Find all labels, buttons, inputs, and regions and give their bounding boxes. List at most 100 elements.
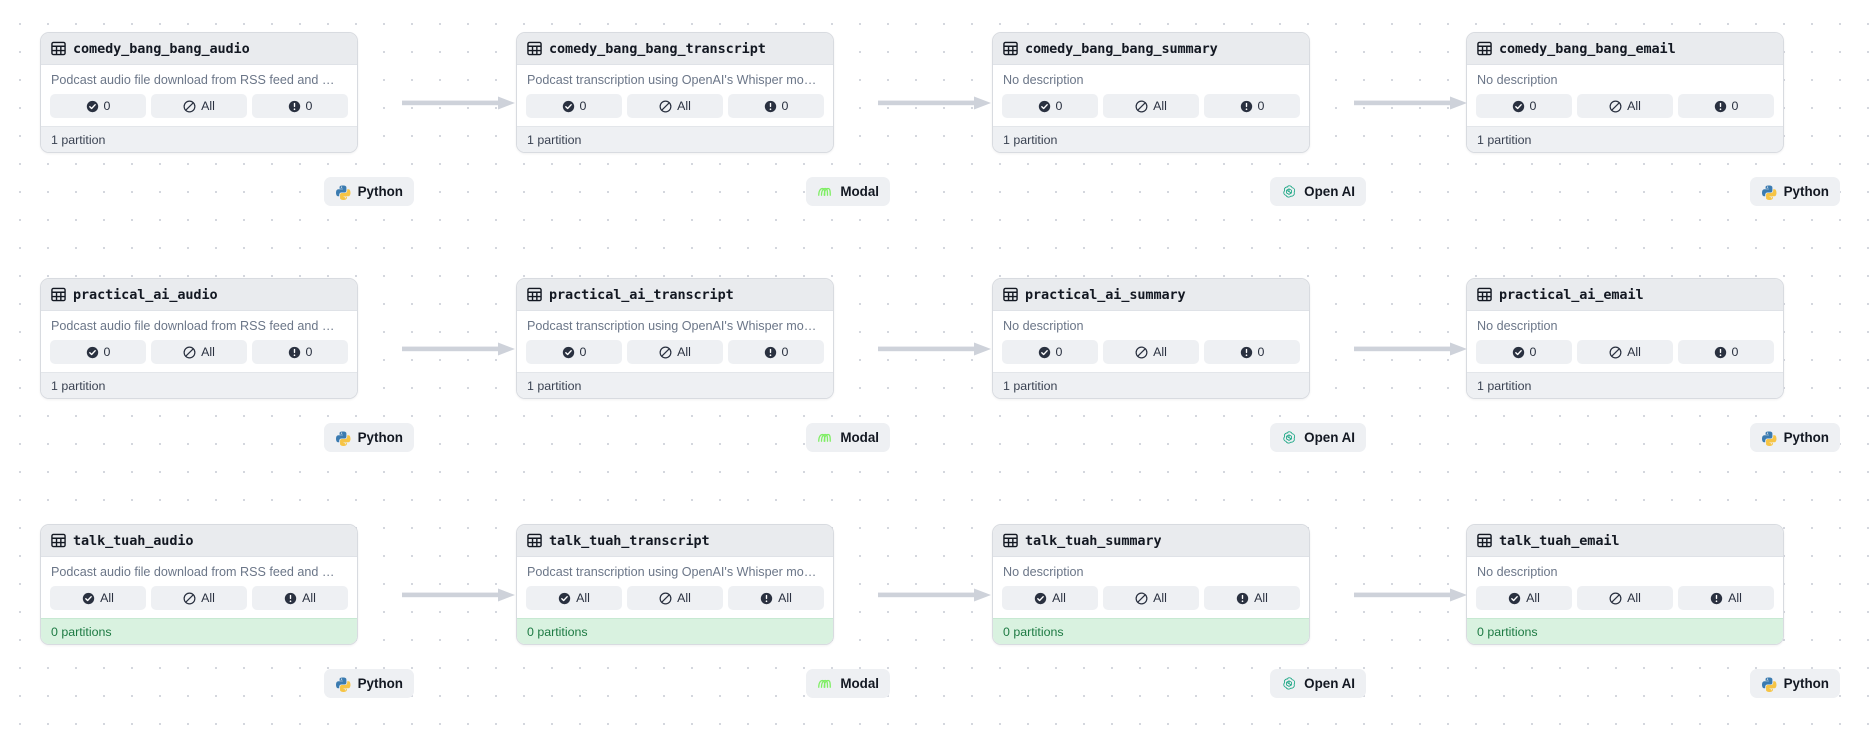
asset-kind-badge[interactable]: Open AI [1270,177,1366,206]
stat-failed[interactable]: 0 [1204,94,1300,118]
asset-partition-footer[interactable]: 1 partition [41,126,357,152]
stat-failed[interactable]: All [728,586,824,610]
asset-kind-badge[interactable]: Python [323,669,414,698]
asset-partition-footer[interactable]: 1 partition [1467,372,1783,398]
asset-kind-badge[interactable]: Python [1749,423,1840,452]
asset-kind-badge[interactable]: Modal [806,423,890,452]
stat-missing[interactable]: All [1577,586,1673,610]
asset-node-header[interactable]: comedy_bang_bang_summary [993,33,1309,65]
asset-node-title: comedy_bang_bang_summary [1025,40,1218,57]
stat-failed[interactable]: 0 [728,94,824,118]
check-circle-icon [558,592,571,604]
asset-node-header[interactable]: comedy_bang_bang_transcript [517,33,833,65]
asset-node-header[interactable]: talk_tuah_summary [993,525,1309,557]
asset-kind-badge[interactable]: Python [1749,669,1840,698]
stat-materialized[interactable]: 0 [526,94,622,118]
asset-node-header[interactable]: talk_tuah_email [1467,525,1783,557]
missing-slash-circle-icon [659,592,672,604]
stat-failed[interactable]: All [252,586,348,610]
stat-missing[interactable]: All [151,340,247,364]
asset-partition-footer[interactable]: 1 partition [993,372,1309,398]
stat-materialized[interactable]: 0 [1002,94,1098,118]
stat-materialized[interactable]: 0 [1476,94,1572,118]
asset-node-header[interactable]: talk_tuah_audio [41,525,357,557]
stat-missing[interactable]: All [151,94,247,118]
stat-materialized[interactable]: 0 [526,340,622,364]
asset-kind-badge[interactable]: Modal [806,669,890,698]
stat-missing-value: All [1627,99,1641,113]
stat-materialized[interactable]: 0 [50,94,146,118]
flow-arrow-icon [878,588,991,602]
asset-partition-footer[interactable]: 0 partitions [1467,618,1783,644]
stat-materialized[interactable]: 0 [1002,340,1098,364]
asset-partition-footer[interactable]: 1 partition [1467,126,1783,152]
asset-partition-footer[interactable]: 1 partition [517,126,833,152]
asset-kind-badge[interactable]: Modal [806,177,890,206]
asset-kind-badge[interactable]: Python [323,177,414,206]
stat-missing[interactable]: All [1103,340,1199,364]
asset-kind-badge[interactable]: Open AI [1270,669,1366,698]
asset-node-header[interactable]: talk_tuah_transcript [517,525,833,557]
stat-materialized[interactable]: 0 [50,340,146,364]
stat-failed-value: 0 [305,345,313,359]
asset-node-header[interactable]: comedy_bang_bang_audio [41,33,357,65]
asset-kind-badge[interactable]: Open AI [1270,423,1366,452]
stat-materialized[interactable]: All [1002,586,1098,610]
asset-stat-row: 0 All 0 [526,94,824,118]
stat-failed[interactable]: 0 [1678,94,1774,118]
asset-partition-footer[interactable]: 0 partitions [517,618,833,644]
stat-failed[interactable]: 0 [252,340,348,364]
asset-kind-badge[interactable]: Python [323,423,414,452]
stat-failed-value: All [1728,591,1742,605]
asset-partition-footer[interactable]: 1 partition [993,126,1309,152]
stat-failed[interactable]: 0 [1204,340,1300,364]
stat-missing[interactable]: All [151,586,247,610]
asset-node-header[interactable]: practical_ai_email [1467,279,1783,311]
stat-missing[interactable]: All [1103,94,1199,118]
asset-node-header[interactable]: practical_ai_transcript [517,279,833,311]
asset-partition-footer[interactable]: 0 partitions [41,618,357,644]
stat-failed[interactable]: All [1204,586,1300,610]
stat-failed[interactable]: All [1678,586,1774,610]
asset-node-header[interactable]: practical_ai_audio [41,279,357,311]
stat-materialized[interactable]: All [526,586,622,610]
stat-failed[interactable]: 0 [1678,340,1774,364]
asset-node-header[interactable]: comedy_bang_bang_email [1467,33,1783,65]
asset-node-header[interactable]: practical_ai_summary [993,279,1309,311]
stat-missing[interactable]: All [1577,94,1673,118]
stat-materialized[interactable]: All [1476,586,1572,610]
asset-node-body: Podcast audio file download from RSS fee… [41,65,357,126]
stat-missing[interactable]: All [1103,586,1199,610]
stat-missing[interactable]: All [627,340,723,364]
asset-partition-footer[interactable]: 1 partition [41,372,357,398]
stat-failed[interactable]: 0 [728,340,824,364]
stat-failed-value: 0 [1257,345,1265,359]
stat-missing-value: All [201,591,215,605]
asset-kind-badge[interactable]: Python [1749,177,1840,206]
missing-slash-circle-icon [1135,100,1148,112]
stat-materialized[interactable]: All [50,586,146,610]
stat-missing[interactable]: All [627,94,723,118]
stat-missing[interactable]: All [1577,340,1673,364]
stat-failed[interactable]: 0 [252,94,348,118]
asset-partition-footer[interactable]: 0 partitions [993,618,1309,644]
asset-partition-footer[interactable]: 1 partition [517,372,833,398]
stat-missing-value: All [677,99,691,113]
asset-partition-count: 0 partitions [527,624,588,639]
stat-materialized[interactable]: 0 [1476,340,1572,364]
stat-missing[interactable]: All [627,586,723,610]
